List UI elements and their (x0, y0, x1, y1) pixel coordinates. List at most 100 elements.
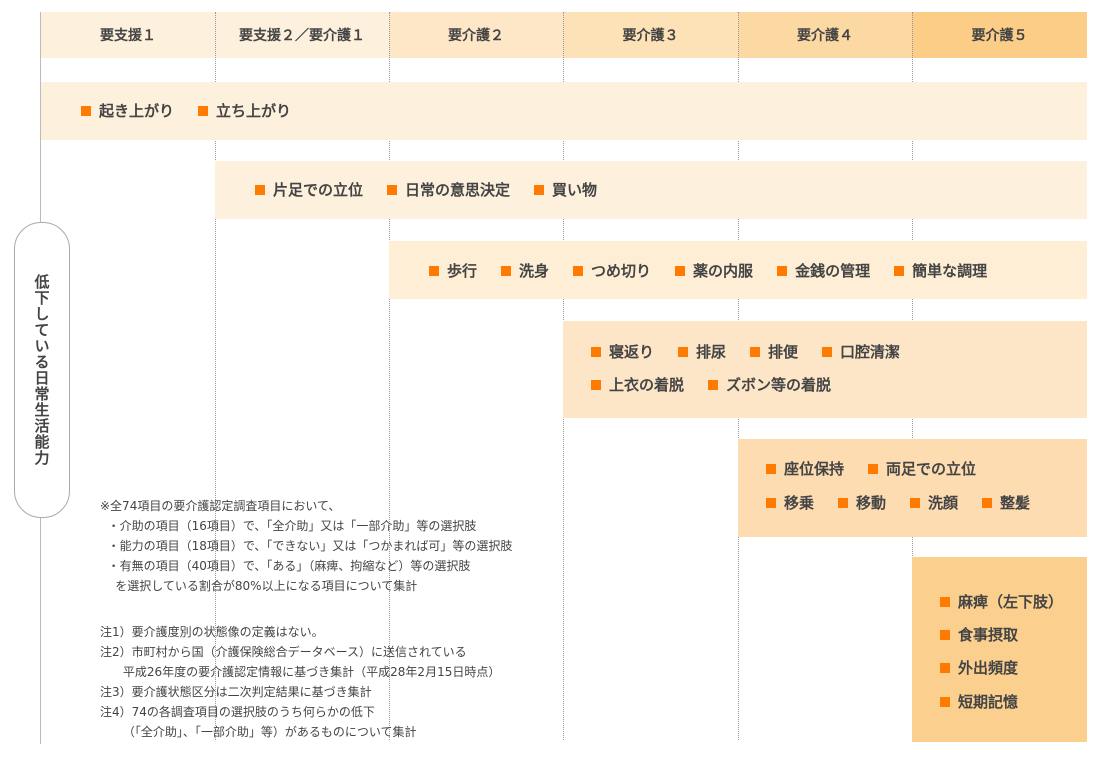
band-level-5: 座位保持 両足での立位移乗 移動 洗顔 整髪 (738, 439, 1087, 537)
note-line: ・介助の項目（16項目）で、「全介助」又は「一部介助」等の選択肢 (100, 519, 477, 533)
ability-label: 排尿 (696, 343, 727, 361)
side-label: 低下している日常生活能力 (32, 274, 51, 466)
ability-item: 移乗 (766, 492, 814, 513)
band-row: 短期記憶 (940, 691, 1018, 712)
note-sub: 注1）要介護度別の状態像の定義はない。注2）市町村から国（介護保険総合データベー… (100, 622, 500, 742)
square-bullet-icon (81, 105, 91, 116)
square-bullet-icon (573, 265, 584, 276)
ability-label: 外出頻度 (958, 659, 1019, 677)
ability-label: つめ切り (591, 262, 652, 280)
ability-label: 麻痺（左下肢） (958, 593, 1064, 611)
square-bullet-icon (678, 346, 689, 357)
square-bullet-icon (501, 265, 512, 276)
ability-label: 金銭の管理 (795, 262, 871, 280)
ability-label: 立ち上がり (216, 102, 292, 120)
ability-label: 洗身 (519, 262, 550, 280)
ability-item: 外出頻度 (940, 657, 1018, 678)
square-bullet-icon (534, 184, 545, 195)
ability-item: 金銭の管理 (777, 260, 870, 281)
ability-item: 口腔清潔 (822, 341, 900, 362)
ability-item: ズボン等の着脱 (708, 374, 831, 395)
note-line: 注4）74の各調査項目の選択肢のうち何らかの低下 (100, 705, 375, 719)
ability-label: 買い物 (552, 181, 598, 199)
band-level-6: 麻痺（左下肢） 食事摂取外出頻度短期記憶 (912, 557, 1087, 742)
square-bullet-icon (750, 346, 761, 357)
note-line: 注1）要介護度別の状態像の定義はない。 (100, 625, 324, 639)
ability-item: 短期記憶 (940, 691, 1018, 712)
ability-label: 食事摂取 (958, 626, 1019, 644)
ability-label: 両足での立位 (886, 460, 977, 478)
ability-item: 起き上がり (81, 100, 174, 121)
ability-item: 買い物 (534, 179, 597, 200)
note-line: ※全74項目の要介護認定調査項目において、 (100, 499, 341, 513)
square-bullet-icon (591, 379, 601, 390)
ability-item: 排便 (750, 341, 798, 362)
square-bullet-icon (822, 346, 833, 357)
ability-item: 洗身 (501, 260, 549, 281)
ability-label: 座位保持 (784, 460, 845, 478)
ability-item: 立ち上がり (198, 100, 291, 121)
column-header-6: 要介護５ (912, 12, 1087, 58)
ability-label: 上衣の着脱 (609, 376, 685, 394)
ability-item: 日常の意思決定 (387, 179, 510, 200)
ability-item: 洗顔 (910, 492, 958, 513)
square-bullet-icon (940, 629, 950, 640)
ability-item: 片足での立位 (255, 179, 363, 200)
square-bullet-icon (868, 463, 879, 474)
ability-label: 移乗 (784, 494, 815, 512)
ability-label: 片足での立位 (273, 181, 364, 199)
square-bullet-icon (675, 265, 686, 276)
ability-item: 排尿 (678, 341, 726, 362)
note-line: （「全介助」、「一部介助」等）があるものについて集計 (100, 725, 417, 739)
band-row: 食事摂取 (940, 624, 1018, 645)
column-header-1: 要支援１ (41, 12, 215, 58)
side-label-box: 低下している日常生活能力 (14, 222, 70, 518)
band-row: 移乗 移動 洗顔 整髪 (766, 492, 1030, 513)
square-bullet-icon (894, 265, 905, 276)
note-line: 平成26年度の要介護認定情報に基づき集計（平成28年2月15日時点） (100, 665, 501, 679)
square-bullet-icon (198, 105, 209, 116)
square-bullet-icon (766, 497, 776, 508)
square-bullet-icon (429, 265, 439, 276)
square-bullet-icon (591, 346, 601, 357)
square-bullet-icon (766, 463, 776, 474)
band-row: 外出頻度 (940, 657, 1018, 678)
square-bullet-icon (910, 497, 921, 508)
ability-label: 排便 (768, 343, 799, 361)
band-row: 寝返り 排尿 排便 口腔清潔 (591, 341, 900, 362)
ability-label: 簡単な調理 (912, 262, 988, 280)
square-bullet-icon (940, 662, 950, 673)
ability-label: 薬の内服 (693, 262, 754, 280)
ability-item: 歩行 (429, 260, 477, 281)
band-row: 片足での立位 日常の意思決定 買い物 (255, 179, 597, 200)
ability-label: 起き上がり (99, 102, 175, 120)
note-line: 注3）要介護状態区分は二次判定結果に基づき集計 (100, 685, 372, 699)
band-level-2: 片足での立位 日常の意思決定 買い物 (215, 161, 1087, 219)
ability-label: 移動 (856, 494, 887, 512)
note-line: ・有無の項目（40項目）で、「ある」（麻痺、拘縮など）等の選択肢 (100, 559, 471, 573)
ability-label: 口腔清潔 (840, 343, 901, 361)
column-header-3: 要介護２ (389, 12, 563, 58)
column-header-5: 要介護４ (738, 12, 912, 58)
note-main: ※全74項目の要介護認定調査項目において、 ・介助の項目（16項目）で、「全介助… (100, 496, 512, 596)
band-row: 上衣の着脱 ズボン等の着脱 (591, 374, 831, 395)
ability-item: つめ切り (573, 260, 651, 281)
ability-item: 整髪 (982, 492, 1030, 513)
band-row: 起き上がり 立ち上がり (81, 100, 291, 121)
square-bullet-icon (708, 379, 719, 390)
band-level-1: 起き上がり 立ち上がり (41, 82, 1087, 140)
ability-item: 簡単な調理 (894, 260, 987, 281)
square-bullet-icon (940, 696, 950, 707)
ability-label: 洗顔 (928, 494, 959, 512)
ability-item: 寝返り (591, 341, 654, 362)
band-level-3: 歩行 洗身 つめ切り 薬の内服 金銭の管理 簡単な調理 (389, 241, 1087, 299)
band-row: 麻痺（左下肢） (940, 591, 1063, 612)
column-header-2: 要支援２／要介護１ (215, 12, 389, 58)
ability-item: 移動 (838, 492, 886, 513)
band-row: 座位保持 両足での立位 (766, 458, 976, 479)
ability-item: 食事摂取 (940, 624, 1018, 645)
square-bullet-icon (387, 184, 398, 195)
column-header-4: 要介護３ (563, 12, 738, 58)
ability-item: 両足での立位 (868, 458, 976, 479)
column-divider (215, 12, 216, 740)
